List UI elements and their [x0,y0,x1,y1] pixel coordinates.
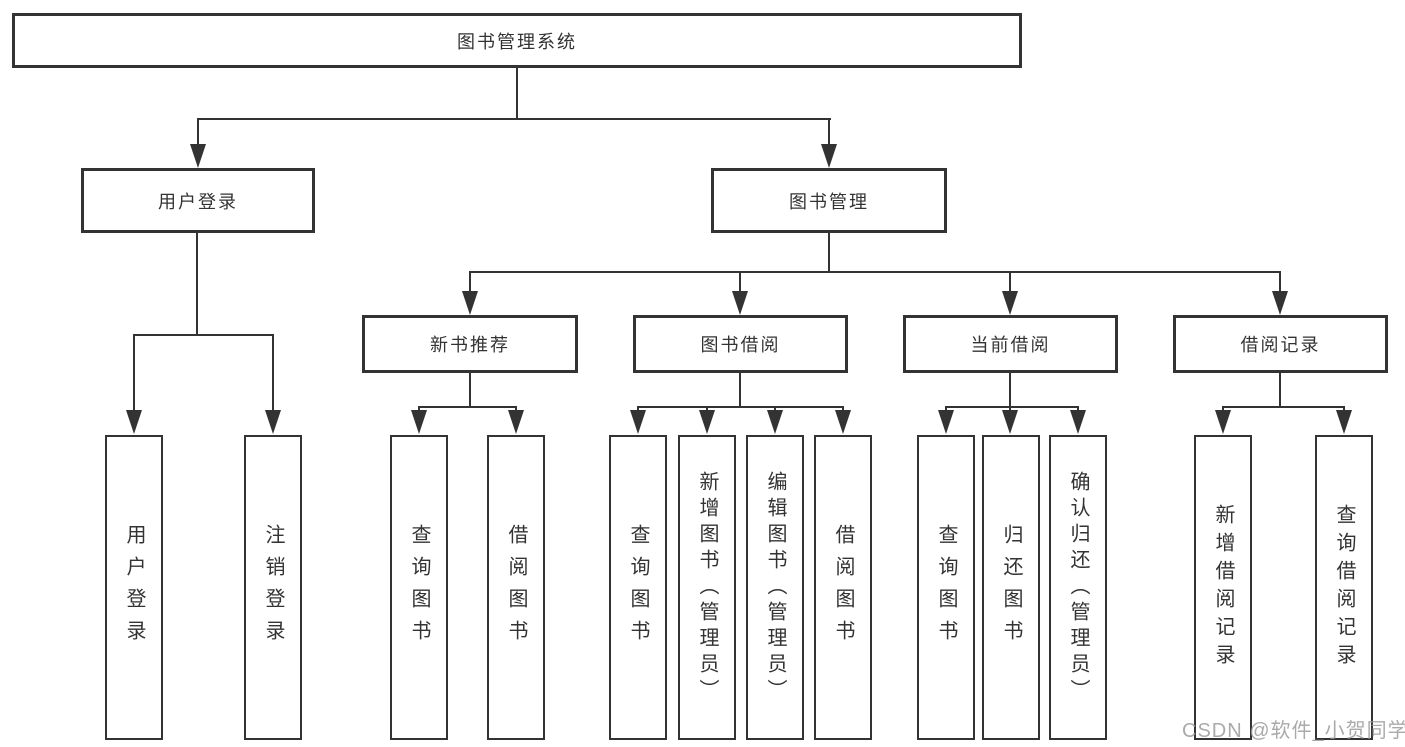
node-borrowing-records: 借阅记录 [1173,315,1388,373]
leaf-add-borrow-record: 新增借阅记录 [1194,435,1252,740]
node-label: 新书推荐 [430,335,510,355]
leaf-query-books-borrow: 查询图书 [609,435,667,740]
leaf-query-books-recommend: 查询图书 [390,435,448,740]
node-label: 图书借阅 [700,335,781,355]
connector-line [739,373,741,408]
node-label: 新增图书（管理员） [696,470,718,705]
connector-arrow-down [1070,410,1086,434]
node-label: 查询图书 [627,523,649,652]
node-book-borrowing: 图书借阅 [633,315,848,373]
connector-arrow-down [767,410,783,434]
connector-line [469,271,1281,273]
connector-arrow-down [1336,410,1352,434]
node-label: 确认归还（管理员） [1067,470,1089,705]
connector-arrow-down [411,410,427,434]
node-label: 图书管理系统 [457,31,577,52]
connector-arrow-down [265,410,281,434]
connector-line [133,334,274,336]
connector-arrow-down [508,410,524,434]
connector-line [739,271,741,293]
node-book-management: 图书管理 [711,168,947,233]
connector-line [1222,406,1344,408]
leaf-add-book-admin: 新增图书（管理员） [678,435,736,740]
node-label: 注销登录 [262,523,284,652]
node-label: 用户登录 [158,191,238,212]
connector-line [418,406,517,408]
node-label: 编辑图书（管理员） [764,470,786,705]
node-label: 图书管理 [789,191,869,212]
leaf-query-books-current: 查询图书 [917,435,975,740]
node-label: 用户登录 [123,523,145,652]
leaf-confirm-return-admin: 确认归还（管理员） [1049,435,1107,740]
connector-line [828,118,830,146]
connector-arrow-down [126,410,142,434]
connector-line [196,233,198,336]
node-library-management-system: 图书管理系统 [12,13,1022,68]
connector-arrow-down [630,410,646,434]
connector-line [133,334,135,412]
node-label: 查询借阅记录 [1333,503,1355,672]
connector-line [469,271,471,293]
leaf-query-borrow-record: 查询借阅记录 [1315,435,1373,740]
connector-line [1009,373,1011,408]
connector-line [637,406,844,408]
node-user-login: 用户登录 [81,168,315,233]
connector-line [1279,271,1281,293]
connector-arrow-down [190,144,206,168]
node-label: 归还图书 [1000,523,1022,652]
node-new-book-recommendation: 新书推荐 [362,315,578,373]
connector-arrow-down [821,144,837,168]
connector-arrow-down [1272,291,1288,315]
leaf-return-books: 归还图书 [982,435,1040,740]
leaf-logout-login: 注销登录 [244,435,302,740]
leaf-borrow-books-borrow: 借阅图书 [814,435,872,740]
connector-line [197,118,199,146]
connector-arrow-down [462,291,478,315]
connector-line [197,118,831,120]
node-label: 新增借阅记录 [1212,503,1234,672]
node-label: 借阅图书 [832,523,854,652]
connector-arrow-down [835,410,851,434]
node-label: 借阅图书 [505,523,527,652]
node-label: 查询图书 [935,523,957,652]
node-label: 借阅记录 [1240,335,1321,355]
watermark-text: CSDN @软件_小贺同学 [1182,720,1405,742]
connector-line [1009,271,1011,293]
connector-line [1279,373,1281,408]
node-label: 查询图书 [408,523,430,652]
connector-line [945,406,1079,408]
connector-line [828,233,830,273]
leaf-user-login: 用户登录 [105,435,163,740]
connector-arrow-down [699,410,715,434]
connector-arrow-down [1002,410,1018,434]
node-label: 当前借阅 [970,335,1051,355]
node-current-borrowing: 当前借阅 [903,315,1118,373]
connector-arrow-down [1002,291,1018,315]
leaf-borrow-books-recommend: 借阅图书 [487,435,545,740]
connector-line [516,68,518,119]
connector-arrow-down [732,291,748,315]
connector-arrow-down [1215,410,1231,434]
leaf-edit-book-admin: 编辑图书（管理员） [746,435,804,740]
connector-line [272,334,274,412]
connector-line [469,373,471,408]
connector-arrow-down [938,410,954,434]
